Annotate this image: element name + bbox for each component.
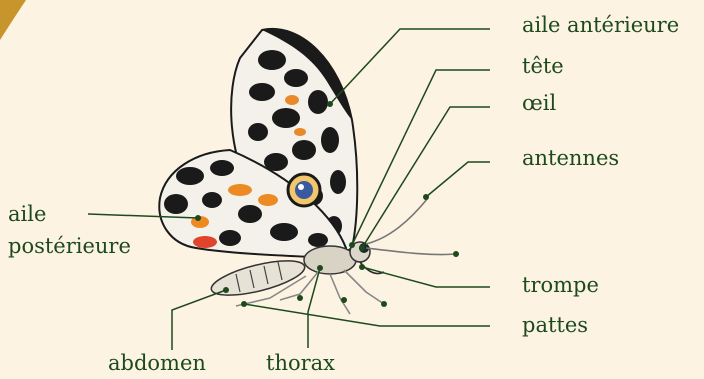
label-abdomen: abdomen	[108, 352, 206, 374]
label-hindwing-line1: aile	[8, 203, 46, 225]
label-legs: pattes	[522, 314, 588, 336]
corner-accent	[0, 0, 26, 40]
label-forewing: aile antérieure	[522, 14, 679, 36]
leader-thorax	[308, 268, 320, 348]
leader-legs	[244, 304, 490, 326]
label-hindwing-line2: postérieure	[8, 235, 131, 257]
label-eye: œil	[522, 92, 556, 114]
label-proboscis: trompe	[522, 274, 599, 296]
leader-forewing	[330, 29, 490, 104]
leader-proboscis	[362, 267, 490, 287]
leader-abdomen	[172, 290, 226, 350]
leader-head	[352, 70, 490, 245]
leader-antennae	[426, 162, 490, 197]
leader-eye	[362, 107, 490, 248]
label-thorax: thorax	[266, 352, 335, 374]
label-antennae: antennes	[522, 147, 619, 169]
label-head: tête	[522, 55, 564, 77]
